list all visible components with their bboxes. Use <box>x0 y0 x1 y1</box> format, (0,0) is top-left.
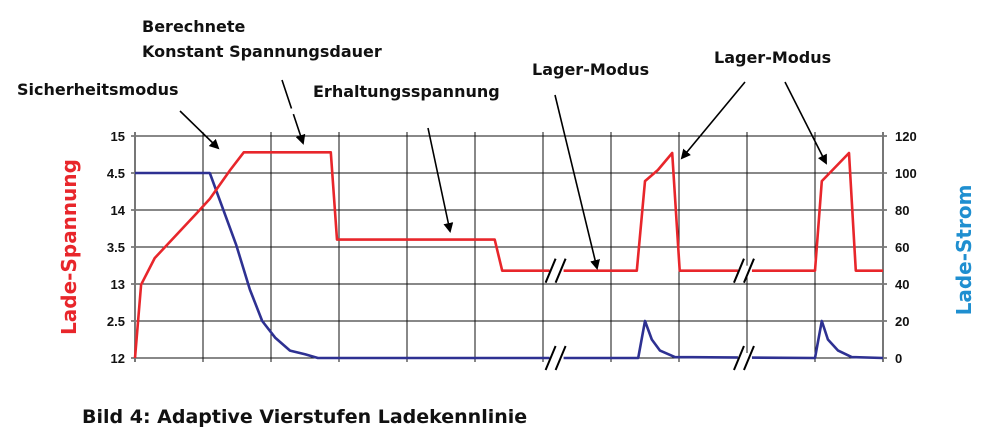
y-tick-label-right: 60 <box>895 240 909 255</box>
annotation-arrows <box>179 79 827 270</box>
y-tick-label-right: 0 <box>895 351 902 366</box>
figure-caption: Bild 4: Adaptive Vierstufen Ladekennlini… <box>82 406 527 428</box>
y-tick-label-left: 4.5 <box>107 166 125 181</box>
arrow-lager-modus-2a <box>680 81 746 160</box>
axis-break-mark <box>554 345 567 371</box>
grid <box>131 132 887 362</box>
y-axis-label-right: Lade-Strom <box>952 185 976 316</box>
axis-break-mark <box>733 258 745 284</box>
series-line-lade-strom <box>135 171 884 360</box>
y-tick-label-right: 120 <box>895 129 917 144</box>
y-tick-label-left: 14 <box>111 203 126 218</box>
axis-break-gap <box>549 353 564 363</box>
axis-break-mark <box>544 345 557 371</box>
arrow-erhaltungsspannung <box>427 127 454 233</box>
y-tick-label-left: 13 <box>111 277 125 292</box>
y-tick-label-right: 20 <box>895 314 909 329</box>
annotation-erhaltungsspannung: Erhaltungsspannung <box>313 82 500 101</box>
axis-break-gap <box>737 265 752 276</box>
arrow-lager-modus-1 <box>554 94 600 270</box>
axis-break-gap <box>737 353 752 363</box>
series-layer <box>133 151 884 360</box>
annotation-berechnete: Berechnete <box>142 17 246 36</box>
y-tick-label-right: 100 <box>895 166 917 181</box>
y-tick-label-left: 12 <box>111 351 125 366</box>
y-tick-label-left: 2.5 <box>107 314 125 329</box>
axis-break-mark <box>733 345 745 371</box>
axis-break-mark <box>743 345 755 371</box>
arrow-sicherheitsmodus <box>179 110 220 150</box>
annotation-konstant-spannungsdauer: Konstant Spannungsdauer <box>142 42 382 61</box>
right-tick-labels: 120 100 80 60 40 20 0 <box>895 129 917 366</box>
annotation-sicherheitsmodus: Sicherheitsmodus <box>17 80 179 99</box>
axis-break-mark <box>743 258 755 284</box>
annotation-lager-modus-1: Lager-Modus <box>532 60 649 79</box>
annotation-lager-modus-2: Lager-Modus <box>714 48 831 67</box>
arrow-lager-modus-2b <box>784 81 827 165</box>
arrow-spannungsdauer <box>281 79 306 145</box>
axis-break-gap <box>549 265 564 276</box>
y-tick-label-left: 3.5 <box>107 240 125 255</box>
y-tick-label-right: 40 <box>895 277 909 292</box>
axis-break-mark <box>544 258 557 284</box>
series-line-lade-spannung <box>133 151 883 359</box>
y-axis-label-left: Lade-Spannung <box>57 159 81 335</box>
y-tick-label-right: 80 <box>895 203 909 218</box>
axis-breaks <box>544 258 755 371</box>
y-tick-label-left: 15 <box>111 129 125 144</box>
left-tick-labels: 15 4.5 14 3.5 13 2.5 12 <box>107 129 126 366</box>
axis-break-mark <box>554 258 567 284</box>
